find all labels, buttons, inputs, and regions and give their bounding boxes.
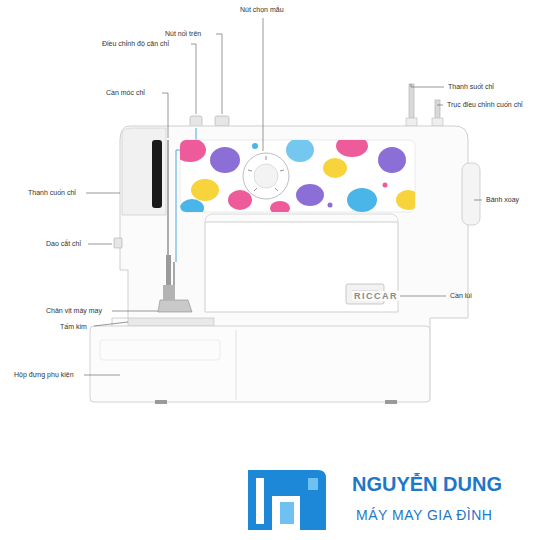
label-text: Nút chọn mẫu (240, 6, 284, 14)
label-text: Dao cắt chỉ (46, 240, 81, 248)
label-text: Trục điều chỉnh cuốn chỉ (447, 101, 523, 109)
label-text: Cần móc chỉ (106, 89, 145, 97)
label-text: Tấm kim (60, 323, 87, 331)
label-text: Điều chỉnh độ căn chỉ (102, 40, 169, 48)
handwheel (462, 163, 480, 225)
label-text: Bánh xoay (486, 196, 519, 204)
logo-icon (248, 470, 326, 530)
needle-plate (128, 318, 214, 326)
leader-lines (84, 18, 482, 375)
thread-cutter (114, 238, 122, 248)
logo-subtitle: MÁY MAY GIA ĐÌNH (356, 507, 492, 523)
logo-title: NGUYỄN DUNG (352, 473, 502, 496)
end-cap (122, 128, 166, 215)
brand-name: RICCAR (352, 291, 400, 301)
machine-body (112, 126, 468, 330)
label-text: Nút nối trên (165, 30, 201, 38)
label-text: Hộp đựng phụ kiện (14, 371, 74, 379)
pattern-dial (243, 153, 289, 199)
top-knob (215, 116, 229, 126)
label-text: Thanh cuốn chỉ (28, 189, 76, 197)
label-text: Cần lùi (450, 292, 472, 300)
accessory-box (90, 326, 430, 404)
thread-slot (152, 140, 162, 208)
label-text: Thanh suốt chỉ (448, 83, 494, 91)
spool-pins (406, 84, 443, 126)
panel-blobs (180, 140, 415, 212)
label-text: Chân vịt máy may (46, 307, 102, 315)
presser-foot (158, 255, 192, 312)
